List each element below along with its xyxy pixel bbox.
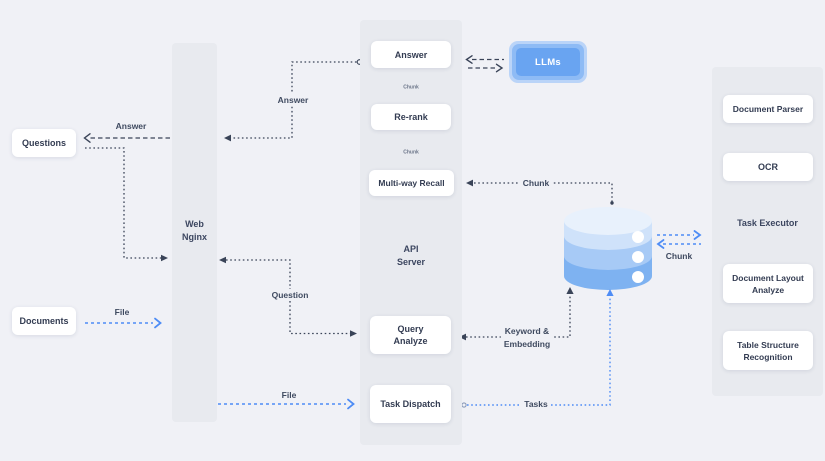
table-line1: Table Structure xyxy=(737,339,799,350)
arrowhead-up-db-blue xyxy=(606,289,614,296)
re-rank-node-label: Re-rank xyxy=(394,112,428,122)
edge-questions-to-nginx xyxy=(85,147,161,259)
llms-node-label: LLMs xyxy=(534,56,561,68)
arrowhead-left-query xyxy=(459,333,466,341)
table-structure-recognition-node: Table Structure Recognition xyxy=(723,331,813,370)
web-nginx-column: Web Nginx xyxy=(172,43,217,422)
edge-label-chunk-small-2: Chunk xyxy=(401,149,421,157)
table-line2: Recognition xyxy=(743,351,793,362)
edge-keyword-embedding xyxy=(466,294,571,338)
ocr-node: OCR xyxy=(723,153,813,181)
edge-label-file-documents: File xyxy=(111,306,133,318)
document-layout-analyze-node: Document Layout Analyze xyxy=(723,264,813,303)
keyword-line1: Keyword & xyxy=(504,326,550,336)
chevron-left-questions xyxy=(83,133,91,143)
document-parser-label: Document Parser xyxy=(732,104,804,114)
query-analyze-node: Query Analyze xyxy=(370,316,451,354)
edge-label-question: Question xyxy=(268,289,312,301)
task-dispatch-node: Task Dispatch xyxy=(370,385,451,423)
edge-label-chunk-recall: Chunk xyxy=(519,177,553,189)
chevron-left-llms xyxy=(465,55,473,64)
query-analyze-line2: Analyze xyxy=(393,336,428,346)
connector-circle-tasks-start xyxy=(461,402,467,408)
re-rank-node: Re-rank xyxy=(371,104,451,130)
connector-dot-db-top xyxy=(610,201,614,205)
llms-node-inner: LLMs xyxy=(516,48,580,76)
arrowhead-left-at-nginx-question xyxy=(219,256,226,264)
questions-node-label: Questions xyxy=(21,138,66,148)
edge-tasks xyxy=(467,296,611,406)
arrowhead-right-query-analyze xyxy=(350,330,357,337)
edge-label-answer-mid: Answer xyxy=(274,94,312,106)
layout-line1: Document Layout xyxy=(732,272,804,283)
task-dispatch-node-label: Task Dispatch xyxy=(380,399,441,409)
edge-label-chunk-small-1: Chunk xyxy=(401,84,421,92)
answer-node-label: Answer xyxy=(394,49,428,60)
chevron-right-llms xyxy=(495,63,504,73)
edge-label-chunk-executor: Chunk xyxy=(662,250,696,262)
web-nginx-label: Web Nginx xyxy=(181,219,207,242)
arrowhead-left-nginx-answer xyxy=(224,134,231,142)
multi-way-recall-node-label: Multi-way Recall xyxy=(378,178,445,188)
chevron-right-file1 xyxy=(154,317,162,329)
chevron-right-executor xyxy=(693,230,702,240)
chevron-right-file2 xyxy=(347,398,355,410)
edge-label-answer-left: Answer xyxy=(112,120,150,132)
multi-way-recall-node: Multi-way Recall xyxy=(369,170,454,196)
edge-label-tasks: Tasks xyxy=(521,398,551,410)
answer-node: Answer xyxy=(371,41,451,68)
layout-line2: Analyze xyxy=(751,284,785,295)
arrowhead-right-into-nginx xyxy=(161,254,168,262)
query-analyze-line1: Query xyxy=(397,324,424,334)
edge-label-file-dispatch: File xyxy=(278,389,300,401)
edge-label-keyword-embedding: Keyword & Embedding xyxy=(500,325,554,351)
arrowhead-up-db-dark xyxy=(566,287,574,294)
ocr-node-label: OCR xyxy=(758,162,778,172)
llms-node: LLMs xyxy=(509,41,587,83)
task-executor-label: Task Executor xyxy=(737,218,798,228)
documents-node: Documents xyxy=(12,307,76,335)
arrowhead-left-recall xyxy=(466,179,473,187)
chevron-left-executor xyxy=(656,239,665,249)
document-parser-node: Document Parser xyxy=(723,95,813,123)
keyword-line2: Embedding xyxy=(503,339,551,349)
documents-node-label: Documents xyxy=(19,316,69,326)
questions-node: Questions xyxy=(12,129,76,157)
api-server-label: API Server xyxy=(396,244,426,267)
database-icon xyxy=(564,207,652,290)
